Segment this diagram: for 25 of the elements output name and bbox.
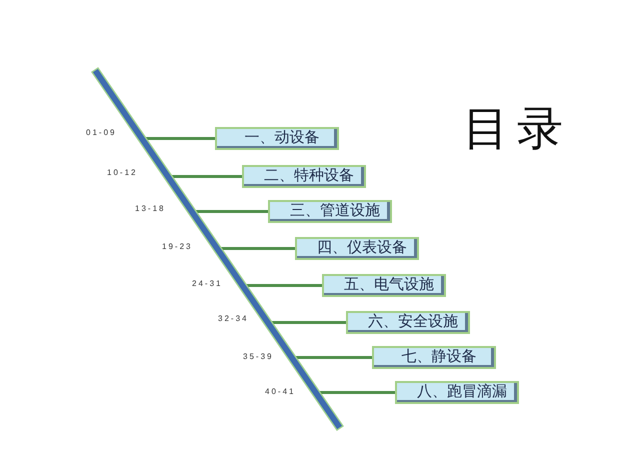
page-range: 19-23 — [162, 242, 192, 252]
page-range: 32-34 — [218, 314, 248, 324]
branch-line — [295, 356, 372, 359]
section-box: 一、动设备 — [215, 127, 339, 150]
section-box: 五、电气设施 — [322, 274, 446, 297]
branch-line — [146, 137, 215, 140]
section-box: 四、仪表设备 — [295, 237, 419, 260]
section-box: 八、跑冒滴漏 — [395, 381, 519, 404]
page-range: 01-09 — [86, 128, 116, 138]
section-box: 六、安全设施 — [346, 311, 470, 334]
page-range: 40-41 — [265, 387, 296, 397]
section-box: 七、静设备 — [372, 346, 496, 369]
section-box: 三、管道设施 — [268, 200, 392, 223]
branch-line — [246, 284, 322, 287]
page-range: 10-12 — [107, 168, 138, 178]
branch-line — [319, 391, 395, 394]
section-box: 二、特种设备 — [242, 165, 366, 188]
page-range: 35-39 — [243, 352, 274, 362]
page-range: 13-18 — [135, 204, 166, 214]
branch-line — [220, 247, 295, 250]
branch-line — [172, 175, 242, 178]
branch-line — [195, 210, 268, 213]
page-range: 24-31 — [192, 279, 222, 289]
title: 目录 — [463, 105, 565, 153]
branch-line — [271, 321, 346, 324]
